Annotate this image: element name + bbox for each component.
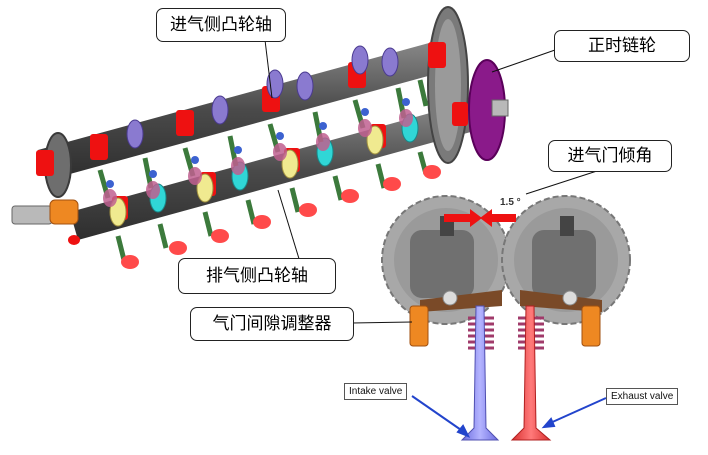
lash-adjuster-label: 气门间隙调整器	[190, 307, 354, 341]
yellow-cam-lobes	[109, 125, 384, 227]
intake-gear	[381, 195, 511, 325]
angle-value: 1.5 °	[500, 197, 521, 208]
intake-valve-stem	[460, 305, 500, 441]
exhaust-camshaft-label: 排气侧凸轮轴	[178, 258, 336, 294]
intake-cam-gear	[427, 6, 469, 164]
exhaust-valve-stem	[510, 305, 552, 441]
intake-valve-angle-label: 进气门倾角	[548, 140, 672, 172]
cam-sensor	[11, 199, 80, 245]
angle-arrows	[444, 209, 516, 227]
valve-springs	[103, 109, 413, 207]
intake-lash-adjuster	[409, 305, 429, 347]
intake-camshaft-label: 进气侧凸轮轴	[156, 8, 286, 42]
intake-journals	[36, 42, 446, 176]
exhaust-rocker	[520, 290, 602, 312]
camshaft-assembly	[11, 6, 509, 269]
exhaust-valve-label: Exhaust valve	[606, 388, 679, 405]
leader-lines	[264, 39, 601, 324]
rocker-arms	[97, 79, 429, 261]
intake-cam-lobes	[126, 45, 399, 149]
timing-sprocket-label: 正时链轮	[554, 30, 690, 62]
valve-tips	[121, 165, 441, 269]
intake-valve-label: Intake valve	[344, 383, 408, 400]
exhaust-lash-adjuster	[581, 305, 601, 347]
valve-leader-lines	[411, 395, 607, 438]
cylinder-head-section	[381, 195, 631, 441]
sprocket-bolt	[491, 99, 509, 117]
lash-adjuster-dots	[106, 98, 410, 188]
intake-camshaft-shaft	[38, 40, 450, 180]
